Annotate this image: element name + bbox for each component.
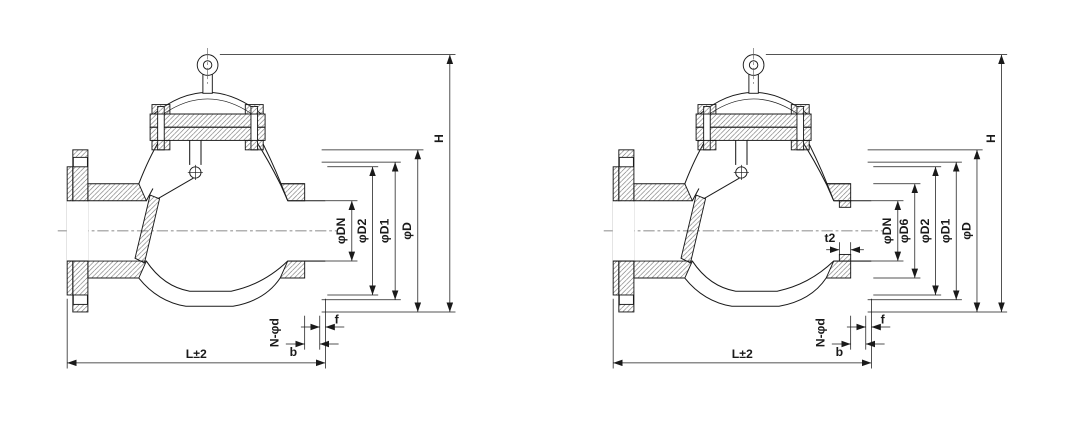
left-flange [612,149,635,313]
dim-label-d1: φD1 [939,218,953,243]
seat-ring [838,200,852,262]
dim-label-t2: t2 [824,231,835,245]
lifting-eye [742,48,765,84]
dim-label-d6: φD6 [897,218,911,243]
dim-label-l: L±2 [186,347,207,361]
dim-label-dn: φDN [880,218,894,245]
left-valve-drawing: φDN φD2 φD1 φD H L±2 f b N-φd [57,48,456,369]
right-pipe-walls [279,183,306,279]
bonnet-bolts [151,104,264,151]
dim-label-h: H [984,134,998,143]
dim-label-d: φD [959,222,973,240]
dim-label-bolt-holes: N-φd [813,318,827,347]
bottom-dimensions: L±2 f b N-φd [612,298,891,369]
dim-label-l: L±2 [732,347,753,361]
right-valve-drawing: t2 φDN φD6 φD2 φD1 φD H [603,48,1008,369]
valve-body [684,140,872,307]
dim-label-dn: φDN [334,218,348,245]
hinge-and-disc [134,140,203,264]
seat-thickness-dimension: t2 [824,231,864,256]
dim-label-d1: φD1 [378,218,392,243]
left-valve-figure: φDN φD2 φD1 φD H L±2 f b N-φd [52,16,514,398]
dim-label-b: b [836,345,843,359]
dim-label-d2: φD2 [355,218,369,243]
dim-label-f: f [881,312,886,326]
left-pipe-walls [633,183,694,279]
right-pipe-walls [825,183,852,279]
diameter-dimensions: φDN φD2 φD1 φD H [219,54,456,313]
dim-label-d: φD [400,222,414,240]
hinge-and-disc [680,140,749,264]
bonnet-bolts [697,104,810,151]
dim-label-f: f [335,312,340,326]
lifting-eye [196,48,219,84]
left-flange [66,149,89,313]
dim-label-h: H [432,134,446,143]
dim-label-d2: φD2 [918,218,932,243]
bottom-dimensions: L±2 f b N-φd [66,298,345,369]
valve-body [138,140,326,307]
diameter-dimensions: φDN φD6 φD2 φD1 φD H [765,54,1008,313]
dim-label-bolt-holes: N-φd [267,318,281,347]
right-valve-figure: t2 φDN φD6 φD2 φD1 φD H [598,16,1060,398]
dim-label-b: b [290,345,297,359]
